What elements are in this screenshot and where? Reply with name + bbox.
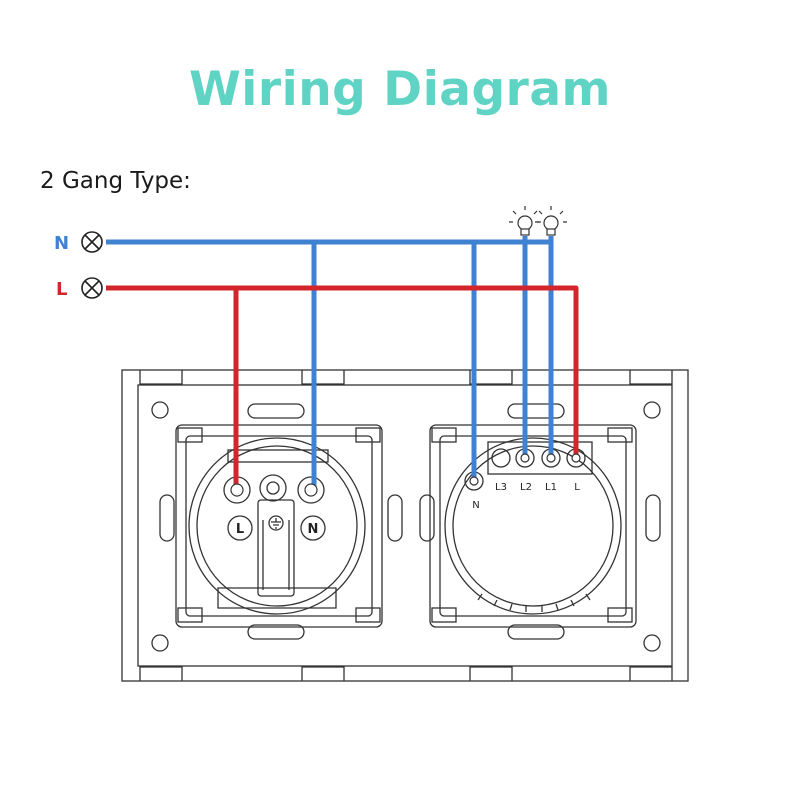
mount-slot — [419, 494, 435, 542]
mount-slot — [159, 494, 175, 542]
screw-hole — [151, 634, 169, 652]
live-bus-wire — [106, 285, 579, 458]
mount-slot — [387, 494, 403, 542]
two-gang-panel — [121, 369, 689, 682]
switch-terminal-block — [487, 441, 593, 475]
earth-ground-icon — [268, 515, 284, 531]
switch-neutral-label: N — [472, 500, 479, 511]
socket-earth-terminal — [259, 474, 287, 502]
socket-mount-bracket — [175, 424, 383, 628]
socket-face — [188, 437, 366, 615]
switch-mount-bracket — [429, 424, 637, 628]
switch-terminal-label-l3: L3 — [495, 482, 507, 493]
screw-hole — [643, 401, 661, 419]
switch-module — [429, 424, 637, 628]
live-wires — [106, 285, 579, 490]
panel-outer-frame — [121, 369, 689, 682]
mount-slot — [247, 624, 305, 640]
cross-circle-icon — [81, 277, 103, 299]
switch-terminal-label-l: L — [574, 482, 580, 493]
mount-slot — [507, 624, 565, 640]
mount-slot — [645, 494, 661, 542]
switch-body — [444, 437, 622, 615]
screw-hole — [151, 401, 169, 419]
switch-terminal-label-l2: L2 — [520, 482, 532, 493]
cross-circle-icon — [81, 231, 103, 253]
neutral-supply-label: N — [54, 233, 69, 254]
neutral-wires — [106, 236, 554, 490]
gang-type-label: 2 Gang Type: — [40, 168, 191, 194]
socket-module — [175, 424, 383, 628]
mount-slot — [247, 403, 305, 419]
switch-terminal-label-l1: L1 — [545, 482, 557, 493]
panel-inner-frame — [137, 384, 673, 667]
socket-neutral-letter: N — [308, 522, 319, 537]
light-bulb-icon — [535, 206, 567, 236]
screw-hole — [643, 634, 661, 652]
socket-neutral-terminal — [297, 476, 325, 504]
page-title: Wiring Diagram — [188, 62, 612, 117]
mount-slot — [507, 403, 565, 419]
light-bulb-icon — [509, 206, 541, 236]
live-supply-label: L — [56, 279, 67, 300]
socket-live-letter: L — [236, 522, 244, 537]
